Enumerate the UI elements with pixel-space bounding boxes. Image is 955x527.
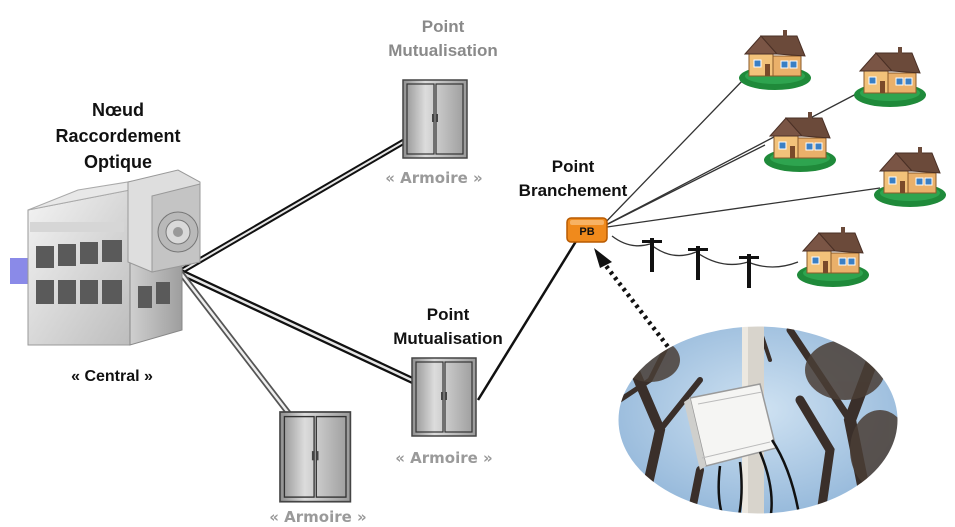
- house-icon: [763, 111, 837, 173]
- pm-bottom-caption: « Armoire »: [269, 508, 366, 526]
- pb-title-line-2: Branchement: [519, 181, 628, 200]
- house-icon: [738, 29, 812, 91]
- pb-box-label: PB: [579, 226, 594, 238]
- house-icon: [873, 146, 947, 208]
- house-icon: [853, 46, 927, 108]
- pm-mid-title-line-1: Point: [427, 305, 470, 324]
- photo-pointer-arrow: [594, 248, 674, 354]
- pm-top-caption: « Armoire »: [385, 169, 482, 187]
- utility-pole-icon: [688, 246, 708, 280]
- pm-mid-caption: « Armoire »: [395, 449, 492, 467]
- utility-pole-icon: [739, 254, 759, 288]
- pb-title-line-1: Point: [552, 157, 595, 176]
- utility-pole-icon: [642, 238, 662, 272]
- street-cabinet-icon: [411, 357, 477, 437]
- pm-top-title-line-1: Point: [422, 17, 465, 36]
- nro-caption: « Central »: [71, 368, 153, 385]
- nro-title-line-3: Optique: [84, 152, 152, 172]
- pm-top-title-line-2: Mutualisation: [388, 41, 498, 60]
- nro-title-line-1: Nœud: [92, 100, 144, 120]
- distribution-box-photo: [618, 326, 898, 514]
- house-icon: [796, 226, 870, 288]
- street-cabinet-icon: [279, 411, 352, 503]
- pm-mid-title-line-2: Mutualisation: [393, 329, 503, 348]
- photo-frame: [617, 325, 899, 515]
- distribution-box-icon: [566, 217, 608, 243]
- central-office-icon: [10, 169, 201, 346]
- street-cabinet-icon: [402, 79, 468, 159]
- fiber-links: [177, 77, 881, 417]
- nro-title-line-2: Raccordement: [55, 126, 180, 146]
